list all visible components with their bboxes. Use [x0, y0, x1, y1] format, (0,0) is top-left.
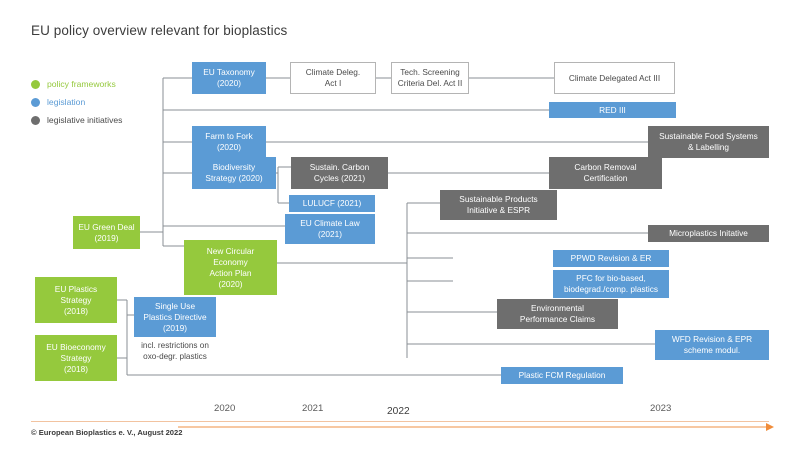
node-label: Farm to Fork (2020): [205, 131, 253, 152]
legend-dot-icon: [31, 115, 40, 125]
node-label: Plastic FCM Regulation: [518, 370, 606, 380]
node-lulucf[interactable]: LULUCF (2021): [289, 195, 375, 212]
timeline-label-2022: 2022: [387, 406, 410, 417]
node-farm-to-fork[interactable]: Farm to Fork (2020): [192, 126, 266, 158]
node-climate-delegated-act-iii[interactable]: Climate Delegated Act III: [554, 62, 675, 94]
legend-item-label: policy frameworks: [47, 79, 116, 89]
node-biodiversity-strategy[interactable]: Biodiversity Strategy (2020): [192, 157, 276, 189]
node-plastic-fcm-regulation[interactable]: Plastic FCM Regulation: [501, 367, 623, 384]
node-label: Biodiversity Strategy (2020): [205, 162, 263, 183]
node-label: Microplastics Initative: [669, 228, 748, 238]
node-label: Single Use Plastics Directive (2019): [143, 300, 207, 333]
node-label: Environmental Performance Claims: [519, 303, 596, 324]
node-eu-climate-law[interactable]: EU Climate Law (2021): [285, 214, 375, 244]
node-eu-green-deal[interactable]: EU Green Deal (2019): [73, 216, 140, 249]
node-sustain-carbon-cycles[interactable]: Sustain. Carbon Cycles (2021): [291, 157, 388, 189]
legend-dot-icon: [31, 79, 40, 89]
timeline-label-2023: 2023: [650, 403, 672, 414]
single-use-plastics-note: incl. restrictions on oxo-degr. plastics: [141, 341, 209, 361]
node-label: EU Taxonomy (2020): [203, 67, 255, 88]
node-label: EU Climate Law (2021): [300, 218, 360, 239]
timeline-axis: [178, 423, 774, 431]
node-new-circular-economy-action-plan[interactable]: New Circular Economy Action Plan (2020): [184, 240, 277, 295]
footer-copyright: © European Bioplastics e. V., August 202…: [31, 428, 183, 437]
footer-divider: [31, 421, 769, 422]
legend: policy frameworks legislation legislativ…: [31, 76, 122, 130]
node-single-use-plastics-directive[interactable]: Single Use Plastics Directive (2019): [134, 297, 216, 337]
legend-item-legislation: legislation: [31, 94, 122, 110]
node-label: Sustainable Food Systems & Labelling: [659, 131, 758, 152]
timeline-label-2021: 2021: [302, 403, 324, 414]
node-label: EU Plastics Strategy (2018): [54, 283, 98, 316]
page-title: EU policy overview relevant for bioplast…: [31, 23, 288, 38]
legend-item-label: legislation: [47, 97, 86, 107]
node-label: LULUCF (2021): [302, 198, 362, 208]
node-ppwd-revision-er[interactable]: PPWD Revision & ER: [553, 250, 669, 267]
node-tech-screening-criteria-del-act-ii[interactable]: Tech. Screening Criteria Del. Act II: [391, 62, 469, 94]
node-label: Climate Deleg. Act I: [305, 67, 361, 88]
node-label: EU Green Deal (2019): [78, 221, 135, 243]
node-label: Tech. Screening Criteria Del. Act II: [397, 67, 463, 88]
node-pfc-bio-based[interactable]: PFC for bio-based, biodegrad./comp. plas…: [553, 270, 669, 298]
node-carbon-removal-certification[interactable]: Carbon Removal Certification: [549, 157, 662, 189]
timeline-label-2020: 2020: [214, 403, 236, 414]
node-label: Carbon Removal Certification: [574, 162, 637, 183]
node-environmental-performance-claims[interactable]: Environmental Performance Claims: [497, 299, 618, 329]
node-sustainable-products-initiative-espr[interactable]: Sustainable Products Initiative & ESPR: [440, 190, 557, 220]
node-label: WFD Revision & EPR scheme modul.: [671, 334, 753, 355]
node-label: RED III: [599, 104, 626, 115]
node-wfd-revision-epr[interactable]: WFD Revision & EPR scheme modul.: [655, 330, 769, 360]
node-eu-plastics-strategy[interactable]: EU Plastics Strategy (2018): [35, 277, 117, 323]
legend-dot-icon: [31, 97, 40, 107]
node-sustainable-food-systems-labelling[interactable]: Sustainable Food Systems & Labelling: [648, 126, 769, 158]
node-microplastics-initiative[interactable]: Microplastics Initative: [648, 225, 769, 242]
legend-item-policy-frameworks: policy frameworks: [31, 76, 122, 92]
node-eu-taxonomy[interactable]: EU Taxonomy (2020): [192, 62, 266, 94]
node-label: Sustainable Products Initiative & ESPR: [459, 194, 538, 215]
node-eu-bioeconomy-strategy[interactable]: EU Bioeconomy Strategy (2018): [35, 335, 117, 381]
node-label: New Circular Economy Action Plan (2020): [206, 245, 255, 289]
node-label: Sustain. Carbon Cycles (2021): [309, 162, 370, 183]
node-red-iii[interactable]: RED III: [549, 102, 676, 118]
node-label: PFC for bio-based, biodegrad./comp. plas…: [563, 273, 659, 294]
node-climate-deleg-act-i[interactable]: Climate Deleg. Act I: [290, 62, 376, 94]
legend-item-legislative-initiatives: legislative initiatives: [31, 112, 122, 128]
node-label: Climate Delegated Act III: [568, 72, 661, 83]
legend-item-label: legislative initiatives: [47, 115, 123, 125]
node-label: EU Bioeconomy Strategy (2018): [46, 341, 106, 374]
node-label: PPWD Revision & ER: [570, 253, 652, 263]
